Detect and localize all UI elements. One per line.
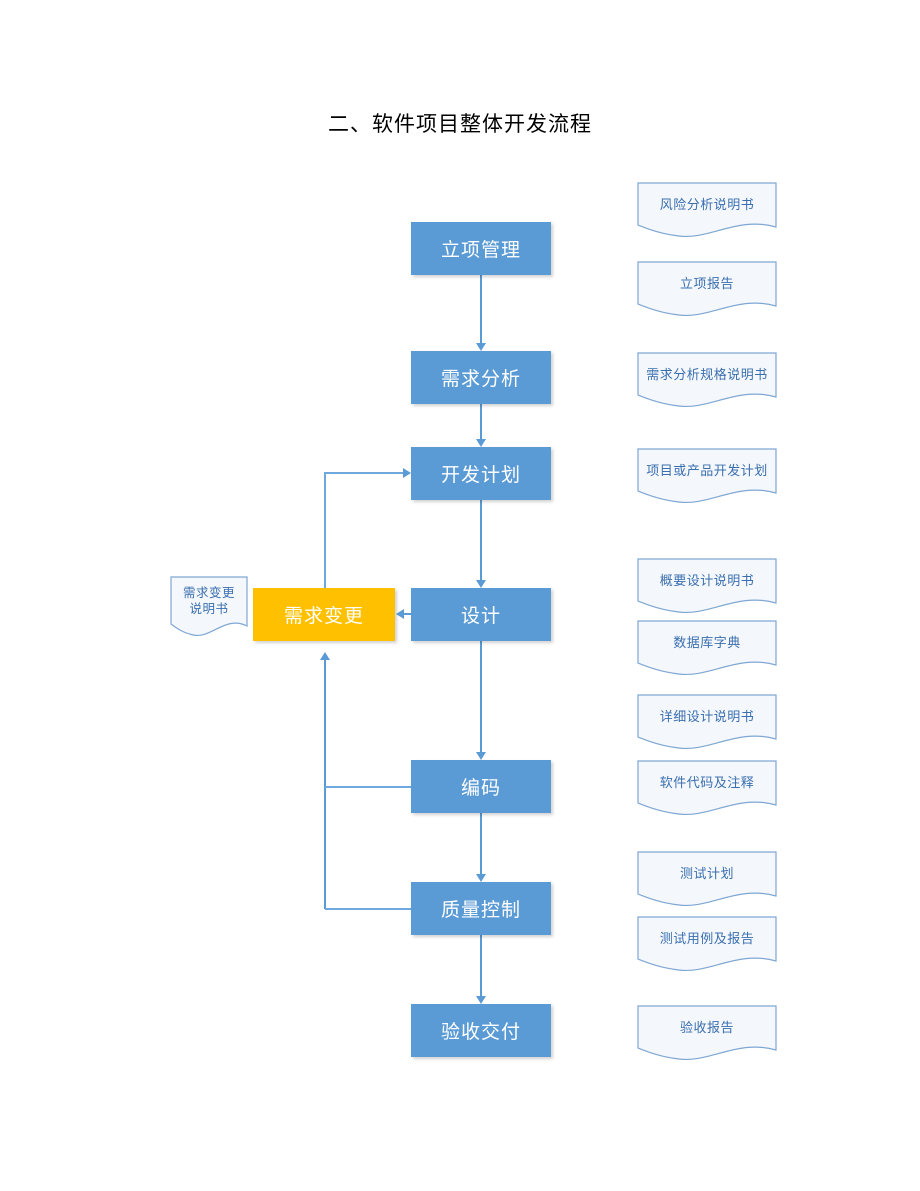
connector-feedback-riser	[324, 660, 326, 909]
arrowhead-change-in-bottom	[320, 652, 330, 660]
doc-requirement-spec[interactable]: 需求分析规格说明书	[637, 352, 777, 415]
doc-database-dictionary[interactable]: 数据库字典	[637, 620, 777, 683]
arrowhead-plan-in	[476, 439, 486, 447]
doc-risk-analysis[interactable]: 风险分析说明书	[637, 182, 777, 245]
arrowhead-analysis-in	[476, 343, 486, 351]
step-development-plan[interactable]: 开发计划	[411, 447, 551, 500]
connector-change-up	[324, 473, 326, 589]
step-project-initiation[interactable]: 立项管理	[411, 222, 551, 275]
arrowhead-plan-in-left	[403, 468, 411, 478]
step-requirement-analysis[interactable]: 需求分析	[411, 351, 551, 404]
arrowhead-design-in	[476, 580, 486, 588]
connector-coding-feedback	[325, 786, 412, 788]
doc-outline-design[interactable]: 概要设计说明书	[637, 558, 777, 621]
step-design[interactable]: 设计	[411, 588, 551, 641]
doc-project-dev-plan[interactable]: 项目或产品开发计划	[637, 448, 777, 511]
doc-requirement-change-spec[interactable]: 需求变更 说明书	[170, 576, 248, 644]
connector-analysis-to-plan	[480, 404, 482, 439]
doc-test-plan[interactable]: 测试计划	[637, 851, 777, 914]
doc-source-code-comments[interactable]: 软件代码及注释	[637, 760, 777, 823]
doc-initiation-report[interactable]: 立项报告	[637, 261, 777, 324]
step-label: 验收交付	[440, 1022, 521, 1043]
arrowhead-acceptance-in	[476, 996, 486, 1004]
doc-test-cases-report[interactable]: 测试用例及报告	[637, 916, 777, 979]
connector-change-to-plan	[324, 472, 403, 474]
arrowhead-change-in-right	[396, 609, 404, 619]
arrowhead-coding-in	[476, 752, 486, 760]
step-label: 设计	[460, 606, 501, 627]
step-label: 需求变更	[283, 606, 364, 627]
connector-quality-to-acceptance	[480, 935, 482, 996]
step-acceptance-delivery[interactable]: 验收交付	[411, 1004, 551, 1057]
step-quality-control[interactable]: 质量控制	[411, 882, 551, 935]
connector-plan-to-design	[480, 500, 482, 580]
step-label: 立项管理	[440, 240, 521, 261]
connector-design-to-coding	[480, 641, 482, 752]
arrowhead-quality-in	[476, 874, 486, 882]
step-label: 需求分析	[440, 369, 521, 390]
step-coding[interactable]: 编码	[411, 760, 551, 813]
step-label: 质量控制	[440, 900, 521, 921]
step-requirement-change[interactable]: 需求变更	[253, 588, 395, 641]
connector-quality-feedback	[325, 908, 412, 910]
step-label: 开发计划	[440, 465, 521, 486]
connector-coding-to-quality	[480, 813, 482, 874]
doc-acceptance-report[interactable]: 验收报告	[637, 1005, 777, 1068]
step-label: 编码	[460, 778, 501, 799]
page-title: 二、软件项目整体开发流程	[328, 113, 592, 136]
connector-initiation-to-analysis	[480, 275, 482, 343]
connector-design-to-change	[404, 613, 413, 615]
doc-detailed-design[interactable]: 详细设计说明书	[637, 694, 777, 757]
